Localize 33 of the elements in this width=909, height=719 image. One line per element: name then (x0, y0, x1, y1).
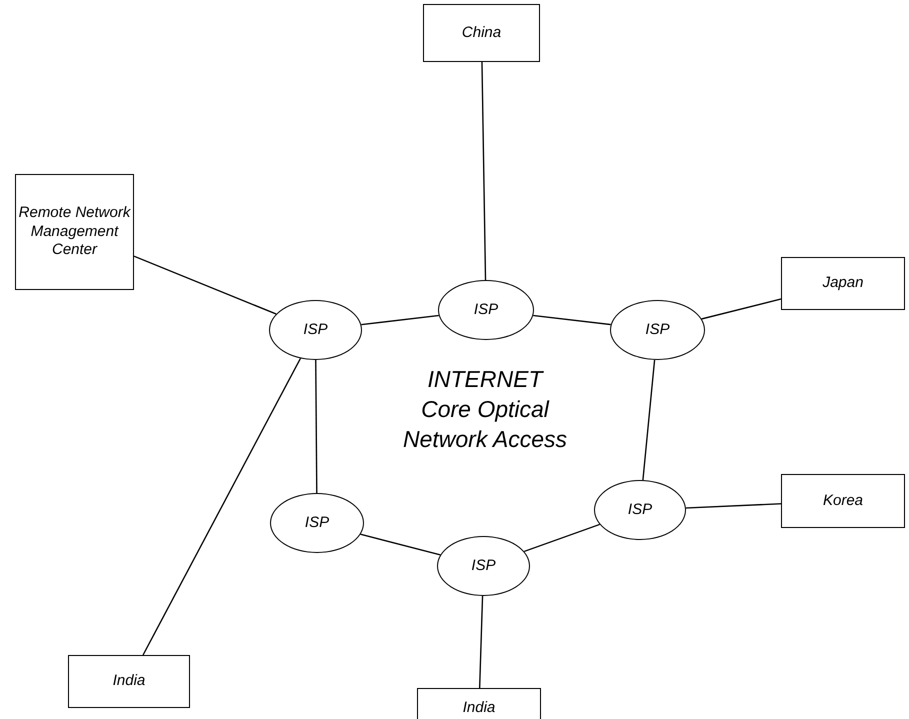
connector-line (360, 534, 440, 556)
location-box (781, 474, 905, 528)
location-box (781, 257, 905, 310)
location-box (68, 655, 190, 708)
center-label: Core Optical (420, 395, 550, 423)
center-label: Network Access (402, 425, 568, 453)
connector-line (533, 314, 611, 326)
connector-line (702, 298, 782, 320)
node-label: Japan (822, 274, 864, 293)
center-label: INTERNET (426, 365, 545, 393)
location-box (417, 688, 541, 719)
connector-line (481, 62, 486, 280)
connector-line (642, 360, 656, 480)
connector-line (134, 256, 276, 315)
connector-line (315, 360, 318, 493)
connector-line (478, 596, 484, 688)
node-label: ISP (304, 514, 330, 532)
location-box (15, 174, 134, 290)
connector-line (142, 358, 302, 656)
node-label: ISP (471, 556, 496, 576)
node-label: India (112, 672, 146, 691)
node-label: Korea (822, 492, 864, 510)
location-box (423, 4, 540, 62)
connector-line (686, 503, 782, 509)
node-label: ISP (628, 500, 652, 520)
node-label: China (462, 24, 502, 42)
connector-line (524, 524, 600, 552)
node-label: ISP (645, 320, 670, 340)
node-label: India (462, 698, 496, 718)
node-label: ISP (474, 300, 498, 320)
node-label: ISP (303, 320, 328, 340)
node-label: Remote Network Management Center (18, 204, 132, 260)
connector-line (361, 314, 439, 326)
